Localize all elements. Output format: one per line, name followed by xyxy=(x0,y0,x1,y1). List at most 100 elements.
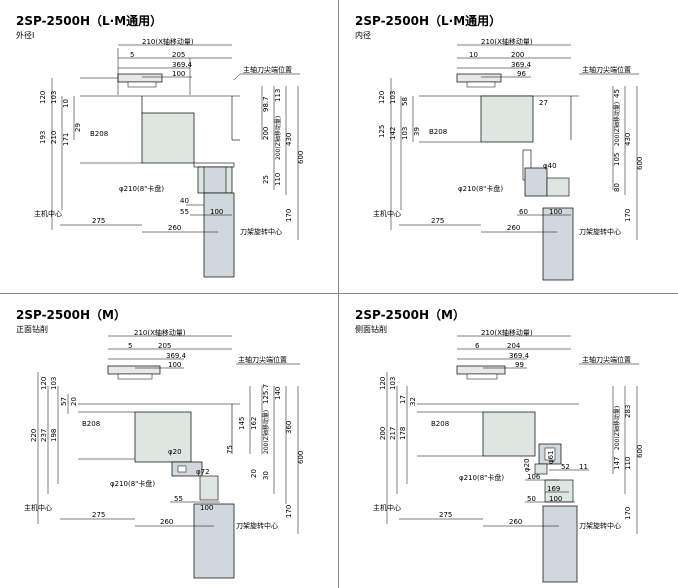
dimension-label-chuck: φ210(8"卡盘) xyxy=(110,479,155,488)
dimension-label-v57: 57 xyxy=(60,397,68,406)
panel-od-turning: 2SP-2500H（L·M通用） 外径Ⅰ 210(X轴移动量) 5 205 36… xyxy=(0,0,338,293)
dimension-label-v103: 103 xyxy=(50,91,58,104)
dimension-label-h100: 100 xyxy=(200,504,213,512)
panel-side-drilling: 2SP-2500H（M） 侧面钻削 210(X轴移动量) 6 204 369.4… xyxy=(339,294,677,587)
dimension-label-v147: 147 xyxy=(613,457,621,470)
dimension-label-v600: 600 xyxy=(297,151,305,164)
dimension-label-v200x: 200(Z轴移动量) xyxy=(262,410,270,454)
dimension-label-spindle: 主机中心 xyxy=(24,503,52,512)
dimension-label-phi61: φ61 xyxy=(547,450,555,464)
turret-column xyxy=(203,192,235,278)
dimension-label-v58: 58 xyxy=(401,97,409,106)
dimension-label-h50: 50 xyxy=(527,495,536,503)
dimension-label-v142: 142 xyxy=(389,127,397,140)
dimension-label-b208: B208 xyxy=(429,128,447,136)
panel-divider-horizontal xyxy=(0,293,678,294)
dimension-label-v1257: 125.7 xyxy=(262,384,270,404)
dimension-label-d204: 204 xyxy=(507,342,521,350)
panel-subtitle: 内径 xyxy=(355,31,371,40)
dimension-label-d100: 100 xyxy=(172,70,185,78)
dimension-label-d3694: 369.4 xyxy=(509,352,530,360)
dimension-label-v27: 27 xyxy=(539,99,548,107)
dimension-label-v200x: 200(Z轴移动量) xyxy=(613,102,621,146)
dimension-label-v600: 600 xyxy=(636,157,644,170)
dimension-label-v140: 140 xyxy=(274,387,282,400)
dimension-label-v200: 200 xyxy=(262,127,270,140)
dimension-label-h260: 260 xyxy=(160,518,173,526)
dimension-label-h260: 260 xyxy=(168,224,181,232)
dimension-label-v987: 98.7 xyxy=(262,96,270,112)
dimension-label-v125: 125 xyxy=(378,125,386,138)
dimension-label-phi40: φ40 xyxy=(543,162,557,170)
dimension-label-v120: 120 xyxy=(379,377,387,390)
dimension-label-h106: 106 xyxy=(527,473,541,481)
dimension-label-v198: 198 xyxy=(50,429,58,442)
dimension-label-tip: 主轴刀尖端位置 xyxy=(582,65,631,74)
dimension-label-v103b: 103 xyxy=(401,127,409,140)
dimension-label-v170: 170 xyxy=(624,507,632,520)
dimension-label-xtravel: 210(X轴移动量) xyxy=(481,37,533,46)
dimension-label-v103: 103 xyxy=(50,377,58,390)
dimension-label-d100: 100 xyxy=(168,361,181,369)
dimension-label-xtravel: 210(X轴移动量) xyxy=(134,328,186,337)
dimension-label-h260: 260 xyxy=(507,224,520,232)
dimension-label-v120: 120 xyxy=(378,91,386,104)
dimension-label-v103: 103 xyxy=(389,377,397,390)
dimension-label-d96: 96 xyxy=(517,70,526,78)
dimension-label-d200: 200 xyxy=(511,51,524,59)
dimension-label-v200x: 200(Z轴移动量) xyxy=(274,116,282,160)
dimension-label-d205: 205 xyxy=(172,51,185,59)
dimension-label-phi72: φ72 xyxy=(196,468,210,476)
dimension-label-v30: 30 xyxy=(262,471,270,480)
dimension-label-v105: 105 xyxy=(613,153,621,166)
dimension-label-h40: 40 xyxy=(180,197,189,205)
dimension-label-tip: 主轴刀尖端位置 xyxy=(238,355,287,364)
dimension-label-d10: 10 xyxy=(469,51,478,59)
dimension-label-v283: 283 xyxy=(624,405,632,418)
dimension-drawing: 210(X轴移动量) 10 200 369.4 96 主轴刀尖端位置 120 1… xyxy=(373,37,644,281)
dimension-label-v210: 210 xyxy=(50,131,58,144)
dimension-label-b208: B208 xyxy=(90,130,108,138)
dimension-label-h275: 275 xyxy=(92,217,105,225)
dimension-label-chuck: φ210(8"卡盘) xyxy=(459,473,504,482)
dimension-label-v200x: 200(Z轴移动量) xyxy=(613,406,621,450)
dimension-label-d99: 99 xyxy=(515,361,524,369)
dimension-label-h275: 275 xyxy=(431,217,444,225)
dimension-label-chuck: φ210(8"卡盘) xyxy=(119,184,164,193)
dimension-label-phi20: φ20 xyxy=(523,458,531,472)
dimension-label-h100: 100 xyxy=(549,495,562,503)
dimension-label-v29: 29 xyxy=(74,123,82,132)
dimension-label-v20: 20 xyxy=(70,397,78,406)
dimension-label-v39: 39 xyxy=(413,127,421,136)
dimension-label-v360: 360 xyxy=(285,421,293,434)
dimension-label-v17: 17 xyxy=(399,395,407,404)
dimension-label-xtravel: 210(X轴移动量) xyxy=(142,37,194,46)
dimension-drawing: 210(X轴移动量) 5 205 369.4 100 主轴刀尖端位置 120 1… xyxy=(24,328,305,579)
panel-divider-vertical xyxy=(338,0,339,588)
dimension-label-h55: 55 xyxy=(180,208,189,216)
dimension-label-v80: 80 xyxy=(613,183,621,192)
panel-subtitle: 侧面钻削 xyxy=(355,325,387,334)
dimension-label-h52: 52 xyxy=(561,463,570,471)
panel-subtitle: 正面钻削 xyxy=(16,325,48,334)
dimension-label-phi20: φ20 xyxy=(168,448,182,456)
dimension-label-spindle: 主机中心 xyxy=(34,209,62,218)
dimension-label-d5: 5 xyxy=(128,342,132,350)
panel-title: 2SP-2500H（L·M通用） xyxy=(355,14,502,28)
dimension-label-turret: 刀架旋转中心 xyxy=(236,521,278,530)
dimension-label-v430: 430 xyxy=(285,133,293,146)
dimension-label-b208: B208 xyxy=(82,420,100,428)
dimension-label-h275: 275 xyxy=(439,511,452,519)
dimension-label-h260: 260 xyxy=(509,518,522,526)
dimension-label-v25: 25 xyxy=(262,175,270,184)
dimension-label-v110: 110 xyxy=(274,173,282,186)
workpiece-area xyxy=(141,112,195,164)
panel-id-turning: 2SP-2500H（L·M通用） 内径 210(X轴移动量) 10 200 36… xyxy=(339,0,677,293)
dimension-label-v170: 170 xyxy=(624,209,632,222)
dimension-drawing: 210(X轴移动量) 6 204 369.4 99 主轴刀尖端位置 120 10… xyxy=(373,328,644,583)
dimension-label-v120: 120 xyxy=(40,377,48,390)
dimension-label-d205: 205 xyxy=(158,342,171,350)
panel-title: 2SP-2500H（M） xyxy=(16,308,126,322)
dimension-label-v600: 600 xyxy=(297,451,305,464)
dimension-label-v32: 32 xyxy=(409,397,417,406)
